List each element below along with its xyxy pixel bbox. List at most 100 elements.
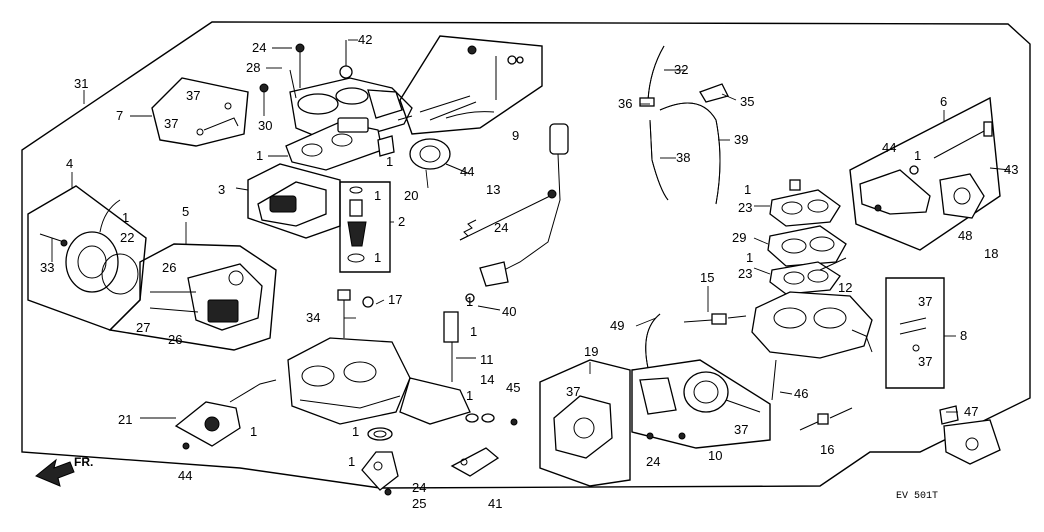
callout-44: 44 [882, 140, 896, 155]
callout-23: 23 [738, 266, 752, 281]
callout-1: 1 [914, 148, 921, 163]
callout-37: 37 [566, 384, 580, 399]
callout-48: 48 [958, 228, 972, 243]
drawing-code: EV 501T [896, 491, 938, 502]
air-horn-assembly [259, 40, 413, 143]
throttle-body [287, 289, 471, 425]
callout-31: 31 [74, 76, 88, 91]
carburetor-base [751, 257, 873, 359]
callout-1: 1 [122, 210, 129, 225]
assembly-outline [21, 21, 1031, 489]
callout-44: 44 [178, 468, 192, 483]
callout-36: 36 [618, 96, 632, 111]
callout-26: 26 [162, 260, 176, 275]
throttle-link-box [885, 277, 945, 389]
callout-1: 1 [744, 182, 751, 197]
callout-32: 32 [674, 62, 688, 77]
callout-1: 1 [374, 250, 381, 265]
callout-26: 26 [168, 332, 182, 347]
needle-valve-box [339, 181, 391, 273]
callout-15: 15 [700, 270, 714, 285]
callout-38: 38 [676, 150, 690, 165]
callout-33: 33 [40, 260, 54, 275]
callout-6: 6 [940, 94, 947, 109]
front-direction-label: FR. [74, 455, 93, 469]
callout-40: 40 [502, 304, 516, 319]
accel-pump-diaphragm [361, 427, 399, 496]
callout-29: 29 [732, 230, 746, 245]
callout-11: 11 [480, 352, 494, 367]
callout-24: 24 [494, 220, 508, 235]
callout-37: 37 [734, 422, 748, 437]
callout-41: 41 [488, 496, 502, 511]
linkage-group-box [399, 35, 543, 135]
callout-3: 3 [218, 182, 225, 197]
callout-24: 24 [412, 480, 426, 495]
throttle-opener [639, 371, 761, 440]
callout-21: 21 [118, 412, 132, 427]
auto-choke-cover [39, 199, 139, 295]
callout-19: 19 [584, 344, 598, 359]
callout-17: 17 [388, 292, 402, 307]
vacuum-hoses [639, 45, 729, 205]
callout-8: 8 [960, 328, 967, 343]
callout-23: 23 [738, 200, 752, 215]
callout-1: 1 [470, 324, 477, 339]
solenoid-harness [465, 123, 569, 303]
callout-22: 22 [120, 230, 134, 245]
callout-43: 43 [1004, 162, 1018, 177]
callout-9: 9 [512, 128, 519, 143]
callout-42: 42 [358, 32, 372, 47]
dashpot-box [539, 359, 631, 487]
choke-opener-box [849, 96, 1001, 251]
callout-30: 30 [258, 118, 272, 133]
carburetor-spacer-stack [767, 179, 847, 295]
callout-25: 25 [412, 496, 426, 511]
callout-1: 1 [348, 454, 355, 469]
callout-1: 1 [374, 188, 381, 203]
choke-opener-bracket [859, 121, 993, 219]
pump-housing-box [108, 243, 277, 351]
linkage-rod-box [151, 77, 249, 147]
callout-1: 1 [466, 388, 473, 403]
callout-2: 2 [398, 214, 405, 229]
callout-4: 4 [66, 156, 73, 171]
power-valve-housing [149, 263, 263, 331]
callout-37: 37 [186, 88, 200, 103]
callout-27: 27 [136, 320, 150, 335]
callout-35: 35 [740, 94, 754, 109]
fuel-cut-solenoid [174, 379, 277, 450]
front-direction-arrow: FR. [35, 455, 93, 487]
callout-28: 28 [246, 60, 260, 75]
callout-46: 46 [794, 386, 808, 401]
callout-14: 14 [480, 372, 494, 387]
callout-labels: 42 24 28 30 31 7 37 37 1 1 3 1 2 1 20 44… [40, 32, 1018, 511]
leader-lines [51, 39, 1011, 419]
callout-16: 16 [820, 442, 834, 457]
callout-10: 10 [708, 448, 722, 463]
callout-1: 1 [386, 154, 393, 169]
callout-1: 1 [746, 250, 753, 265]
callout-39: 39 [734, 132, 748, 147]
choke-opener [377, 135, 471, 175]
callout-47: 47 [964, 404, 978, 419]
callout-37: 37 [918, 294, 932, 309]
throttle-opener-box [631, 359, 771, 449]
callout-45: 45 [506, 380, 520, 395]
callout-37: 37 [164, 116, 178, 131]
callout-44: 44 [460, 164, 474, 179]
callout-18: 18 [984, 246, 998, 261]
callout-20: 20 [404, 188, 418, 203]
callout-7: 7 [116, 108, 123, 123]
callout-5: 5 [182, 204, 189, 219]
callout-1: 1 [466, 294, 473, 309]
callout-37: 37 [918, 354, 932, 369]
callout-49: 49 [610, 318, 624, 333]
throttle-lever [450, 447, 500, 477]
callout-1: 1 [250, 424, 257, 439]
callout-13: 13 [486, 182, 500, 197]
choke-linkage [397, 45, 524, 121]
callout-24: 24 [252, 40, 266, 55]
callout-1: 1 [256, 148, 263, 163]
